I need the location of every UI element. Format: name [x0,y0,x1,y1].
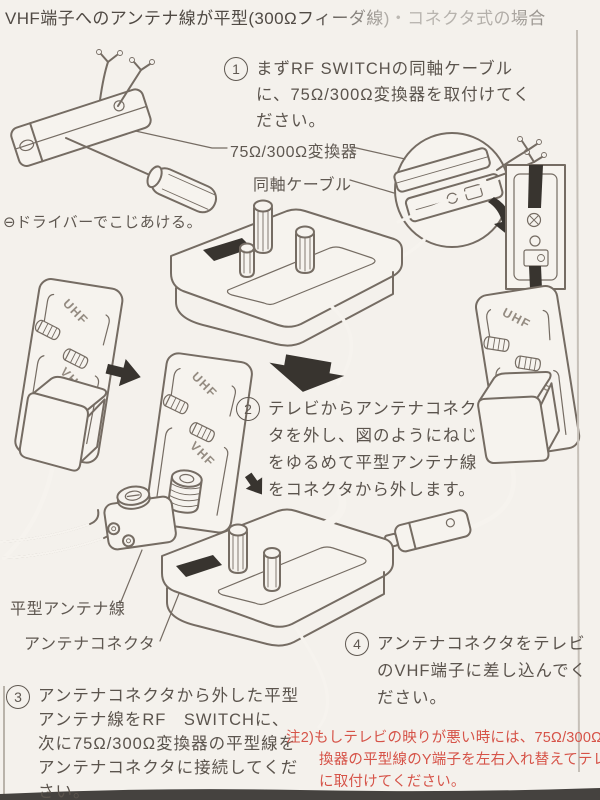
step-4: 4 アンテナコネクタをテレビのVHF端子に差し込んでください。 [345,631,593,712]
note-2: 注2)もしテレビの映りが悪い時には、75Ω/300Ω変換器の平型線のY端子を左右… [286,727,600,793]
step-4-text: アンテナコネクタをテレビのVHF端子に差し込んでください。 [377,635,588,707]
step-2-number: 2 [236,397,260,421]
page-title: VHF端子へのアンテナ線が平型(300Ωフィーダ線)・コネクタ式の場合 [5,9,546,28]
step-2: 2 テレビからアンテナコネクタを外し、図のようにねじをゆるめて平型アンテナ線をコ… [236,396,488,504]
screwdriver-callout: ⊖ドライバーでこじあける。 [3,214,203,231]
step-2-text: テレビからアンテナコネクタを外し、図のようにねじをゆるめて平型アンテナ線をコネク… [268,400,478,499]
tv-terminal-panel-center: UHF VHF [144,352,253,534]
rf-switch-illustration [170,199,426,386]
page-border-right [576,29,580,773]
rf-switch-bottom-illustration [161,472,394,729]
step-3: 3 アンテナコネクタから外した平型アンテナ線をRF SWITCHに、次に75Ω/… [6,684,306,800]
arrow-right-icon [105,358,141,387]
detail-circle-illustration [393,132,547,248]
screwdriver-icon [146,165,218,214]
step-4-number: 4 [345,632,369,656]
step-1-number: 1 [224,57,248,81]
converter-callout: 75Ω/300Ω変換器 [230,144,358,161]
detail-inset-illustration [505,164,566,290]
flat-antenna-wire-callout: 平型アンテナ線 [10,601,126,618]
coax-cable-callout: 同軸ケーブル [253,177,352,194]
antenna-connector-illustration [0,485,191,642]
step-3-text: アンテナコネクタから外した平型アンテナ線をRF SWITCHに、次に75Ω/30… [38,687,300,800]
step-3-number: 3 [6,685,30,709]
bottom-bar [0,788,600,800]
tv-terminal-panel-left: UHF VHF [1,278,124,561]
tv-terminal-panel-right: UHF VHF [447,284,581,533]
arrow-down-icon [269,354,345,392]
antenna-connector-callout: アンテナコネクタ [24,636,156,653]
note-2-prefix: 注2) [286,730,314,746]
note-2-text: もしテレビの映りが悪い時には、75Ω/300Ω変換器の平型線のY端子を左右入れ替… [314,730,600,790]
step-1: 1 まずRF SWITCHの同軸ケーブルに、75Ω/300Ω変換器を取付けてくだ… [224,56,544,134]
step-1-text: まずRF SWITCHの同軸ケーブルに、75Ω/300Ω変換器を取付けてください… [256,60,531,130]
converter-screwdriver-illustration [10,49,406,214]
arrow-small-down-icon [244,472,263,495]
